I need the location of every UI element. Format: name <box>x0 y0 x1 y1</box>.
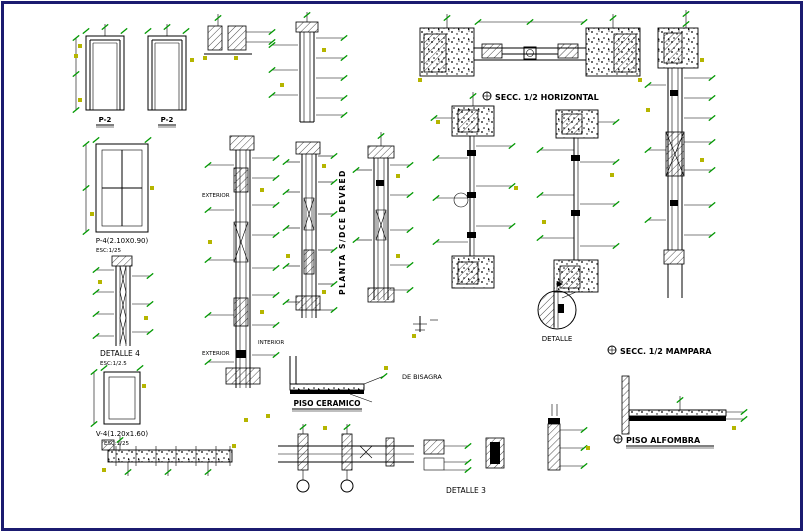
piso-ceramico-detail: PISO CERAMICO <box>289 356 388 412</box>
door-jamb-section-a <box>430 92 518 289</box>
door1-label: P-2 <box>99 116 112 124</box>
window-p4-scale: ESC:1/25 <box>96 248 122 254</box>
mampara-section: SECC. 1/2 MAMPARA <box>607 10 716 356</box>
floor-section-left <box>101 436 236 476</box>
jamb-section-top <box>268 11 348 123</box>
hinge-detail-circle: DETALLE <box>537 281 577 343</box>
mampara-section-label: SECC. 1/2 MAMPARA <box>620 347 712 356</box>
detail-3: DETALLE 3 <box>423 437 505 495</box>
wall-section-a: EXTERIOR INTERIOR EXTERIOR <box>202 135 284 388</box>
piso-alfombra-detail: PISO ALFOMBRA <box>613 375 748 449</box>
de-bisagra-label: DE BISAGRA <box>402 373 442 381</box>
detail-4: DETALLE 4 ESC:1/2.5 <box>92 255 154 367</box>
piso-ceramico-label: PISO CERAMICO <box>293 399 360 408</box>
planta-rotated-label: PLANTA S/DCE DEVRED <box>338 169 347 295</box>
threshold-plan <box>278 423 414 493</box>
carpet-edge-section <box>547 404 590 471</box>
door-jamb-section-b <box>536 109 620 299</box>
head-detail-top <box>203 14 276 60</box>
horizontal-section-label: SECC. 1/2 HORIZONTAL <box>495 93 599 102</box>
window-p4: P-4(2.10X0.90) ESC:1/25 <box>82 136 154 254</box>
horizontal-section: SECC. 1/2 HORIZONTAL <box>418 14 642 102</box>
door2-label: P-2 <box>161 116 174 124</box>
window-v4-label: V-4(1.20x1.60) <box>96 430 148 438</box>
door-elevation-1: P-2 <box>78 23 128 128</box>
exterior-label-bottom: EXTERIOR <box>202 351 230 357</box>
level-mark <box>413 316 438 332</box>
hinge-detail-label: DETALLE <box>542 335 573 343</box>
door-dimension-line <box>72 34 80 114</box>
detail-4-scale: ESC:1/2.5 <box>100 361 127 367</box>
wall-section-c <box>352 132 414 303</box>
door-elevation-2: P-2 <box>144 23 194 128</box>
wall-section-b: PLANTA S/DCE DEVRED <box>282 141 347 318</box>
piso-alfombra-label: PISO ALFOMBRA <box>626 436 701 445</box>
detail-3-label: DETALLE 3 <box>446 486 486 495</box>
window-v4: V-4(1.20x1.60) ESC:1/25 <box>90 364 148 447</box>
interior-label: INTERIOR <box>258 340 284 346</box>
detail-4-label: DETALLE 4 <box>100 349 140 358</box>
exterior-label-top: EXTERIOR <box>202 193 230 199</box>
window-p4-label: P-4(2.10X0.90) <box>96 237 149 245</box>
window-v4-scale: ESC:1/25 <box>104 441 130 447</box>
